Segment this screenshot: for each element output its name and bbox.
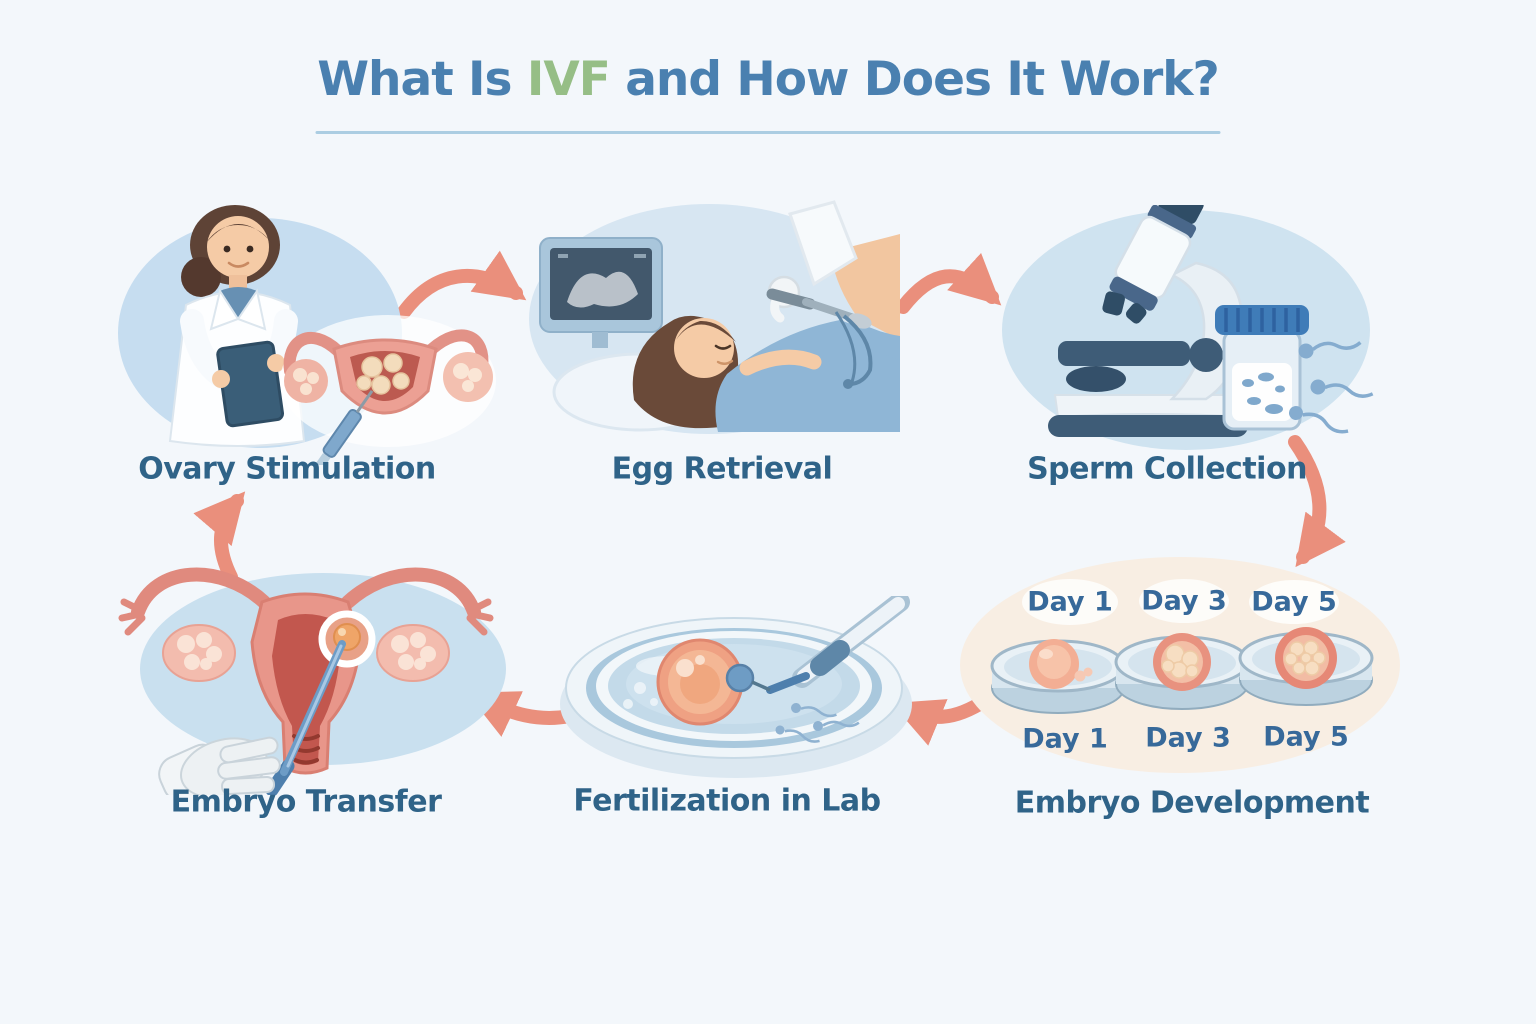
- day5-pill-label: Day 5: [1251, 586, 1337, 618]
- micropipette-icon: [725, 596, 910, 694]
- petri-dish-day5-icon: [1238, 627, 1374, 706]
- microscope-icon: [1048, 205, 1252, 437]
- day1-dish-label: Day 1: [1022, 723, 1108, 755]
- step-label-embryo-development: Embryo Development: [1014, 785, 1370, 821]
- arrow-egg-retrieval-to-sperm: [896, 252, 1002, 314]
- sperm-collection-illustration: [1002, 205, 1374, 450]
- left-ovary-icon: [284, 359, 328, 403]
- embryo-development-illustration: [960, 557, 1400, 773]
- ovary-stimulation-illustration: [118, 205, 496, 465]
- uterus-illustration: [118, 567, 494, 795]
- left-ovary-icon: [162, 624, 236, 682]
- step-label-ovary-stimulation: Ovary Stimulation: [138, 451, 436, 487]
- specimen-cup-icon: [1215, 305, 1309, 431]
- step-label-fertilization: Fertilization in Lab: [573, 783, 881, 819]
- sperm-in-dish-icon: [775, 703, 860, 743]
- step-label-sperm-collection: Sperm Collection: [1027, 451, 1307, 487]
- page-title: What Is IVF and How Does It Work?: [0, 52, 1536, 107]
- step-label-embryo-transfer: Embryo Transfer: [170, 784, 442, 820]
- title-highlight-ivf: IVF: [526, 52, 611, 107]
- title-underline: [315, 131, 1221, 134]
- uterus-ovaries-illustration: [280, 315, 496, 465]
- doctor-illustration: [168, 205, 306, 447]
- step-label-egg-retrieval: Egg Retrieval: [611, 451, 833, 487]
- right-ovary-icon: [443, 352, 493, 402]
- right-ovary-icon: [376, 624, 450, 682]
- egg-cell-icon: [656, 638, 744, 726]
- day1-pill-label: Day 1: [1027, 586, 1113, 618]
- day-pill-backgrounds: [1022, 579, 1339, 625]
- ultrasound-monitor-icon: [539, 237, 663, 348]
- petri-dish-day1-icon: [990, 639, 1126, 714]
- embryo-transfer-illustration: [118, 567, 506, 795]
- fertilization-illustration: [560, 596, 912, 778]
- gloved-hand-icon: [158, 736, 281, 795]
- title-part1: What Is: [317, 52, 527, 107]
- day5-dish-label: Day 5: [1263, 721, 1349, 753]
- doctor-hand-probe-icon: [766, 200, 873, 389]
- egg-retrieval-illustration: [529, 200, 900, 434]
- syringe-icon: [315, 389, 374, 465]
- title-part2: and How Does It Work?: [609, 52, 1220, 107]
- day3-pill-label: Day 3: [1141, 585, 1227, 617]
- embryo-highlight-icon: [318, 610, 376, 668]
- sperm-cells-icon: [1289, 341, 1374, 434]
- day3-dish-label: Day 3: [1145, 722, 1231, 754]
- petri-dish-day3-icon: [1114, 633, 1250, 710]
